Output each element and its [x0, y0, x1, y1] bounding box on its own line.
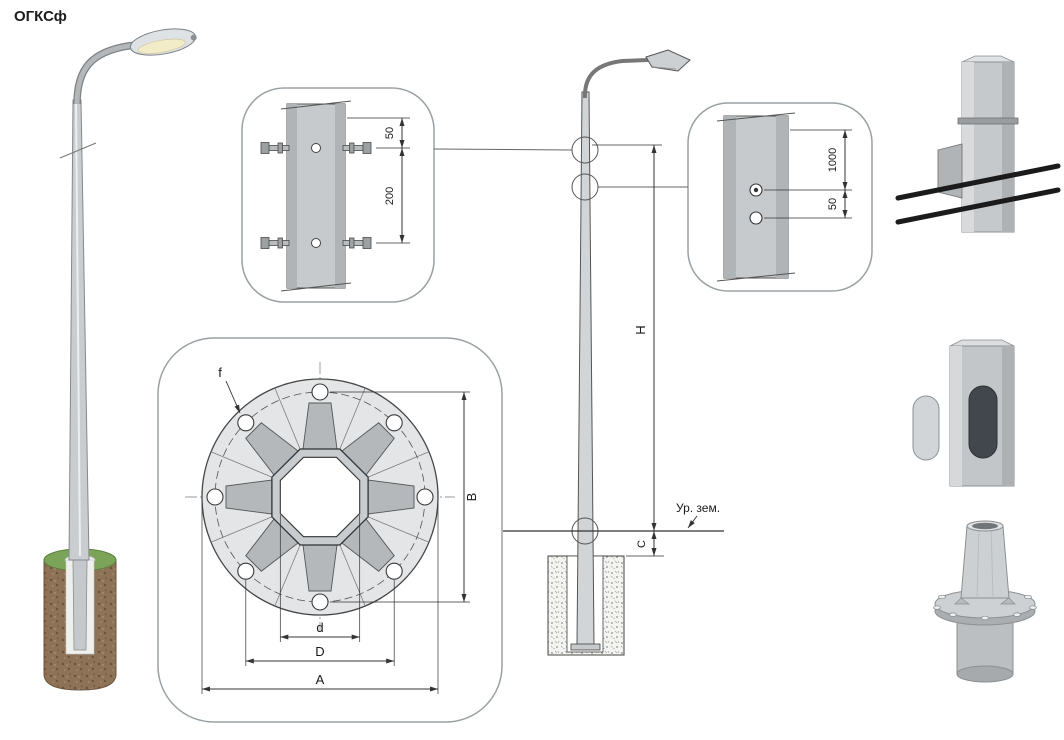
elevation-view: Ур. зем. H C — [503, 49, 724, 656]
lower-hole — [749, 211, 763, 225]
pole-band-facet-left — [287, 104, 297, 288]
dim-label-A: A — [316, 672, 325, 687]
pole-section-facet-dark — [1002, 346, 1014, 486]
pole-prism-facet-dark — [1002, 62, 1014, 232]
bracket-arm-elevation — [582, 58, 649, 99]
detail-marker-upper — [571, 136, 599, 164]
octagon-inner — [279, 456, 361, 538]
dim-label-B: B — [464, 493, 479, 502]
ground-label: Ур. зем. — [676, 501, 720, 515]
base-gusset-left — [954, 597, 971, 605]
callout-leader-top — [433, 148, 573, 151]
luminaire-3d — [129, 28, 197, 56]
door-opening — [968, 385, 998, 459]
break-line-top — [716, 112, 796, 122]
pole-base-flange — [570, 643, 601, 651]
pole-band-facet-right — [335, 104, 345, 288]
dim-label-d: d — [316, 620, 323, 635]
base-skirt-bottom — [956, 665, 1014, 683]
pole-highlight — [75, 102, 81, 557]
pole-band-facet-right — [776, 116, 788, 278]
pole-section-top-face — [949, 339, 1015, 347]
bolt-holes — [206, 383, 434, 611]
break-line-bottom — [280, 282, 352, 292]
dim-extension-lines-D — [245, 580, 395, 666]
dim-extension-lines — [764, 129, 852, 219]
flange-plan-callout: f B d D — [157, 337, 503, 723]
door-leaf — [912, 395, 940, 461]
pole-prism-facet-light — [962, 62, 974, 232]
detail-callout-right: 1000 50 — [598, 102, 873, 292]
f-leader-line — [225, 380, 241, 414]
render-flange-base — [933, 520, 1037, 683]
dim-extension-lines-B — [330, 391, 470, 603]
dim-label-200: 200 — [384, 187, 396, 205]
pole-weld-mark — [59, 142, 97, 159]
dim-label-50-top: 50 — [384, 127, 396, 139]
band-hole-lower — [311, 238, 321, 248]
clamp-strap — [957, 117, 1019, 125]
dim-label-f: f — [218, 365, 222, 380]
luminaire-lens-line — [653, 66, 677, 70]
sector-seams — [210, 387, 430, 607]
cone-facet-2 — [990, 525, 994, 599]
dim-label-D: D — [315, 644, 324, 659]
detail-callout-top: 50 200 — [241, 87, 573, 303]
grounding-cable-1 — [895, 163, 1061, 201]
dim-label-H: H — [633, 325, 648, 334]
dim-extension-lines-A — [201, 502, 439, 694]
render-grounding-clamps — [895, 55, 1061, 233]
dim-extension-lines-d — [279, 515, 361, 642]
break-line-bottom — [716, 272, 796, 282]
render-pole-3d — [43, 28, 197, 691]
dim-label-50-right: 50 — [827, 198, 839, 210]
ground-bolt-center — [753, 187, 759, 193]
grounding-cable-2 — [895, 187, 1061, 225]
band-hole-upper — [311, 143, 321, 153]
cone-facet-1 — [976, 525, 980, 599]
drawing-title: ОГКСф — [14, 8, 67, 25]
pole-section-facet-light — [950, 346, 962, 486]
break-line-top — [280, 100, 352, 110]
base-cone — [960, 525, 1010, 599]
pole-embedded-segment — [72, 559, 88, 651]
dim-label-1000: 1000 — [827, 148, 839, 172]
pole-band-facet-left — [724, 116, 736, 278]
cone-top-hole — [972, 522, 998, 530]
flange-bolt-holes-3d — [933, 587, 1037, 621]
detail-marker-lower — [571, 173, 599, 201]
render-access-door — [912, 339, 1015, 487]
luminaire-elevation — [645, 49, 691, 72]
base-gusset-right — [999, 597, 1016, 605]
ground-level-arrow — [687, 515, 698, 529]
pole-prism-top-face — [961, 55, 1015, 63]
dim-label-C: C — [636, 540, 648, 548]
